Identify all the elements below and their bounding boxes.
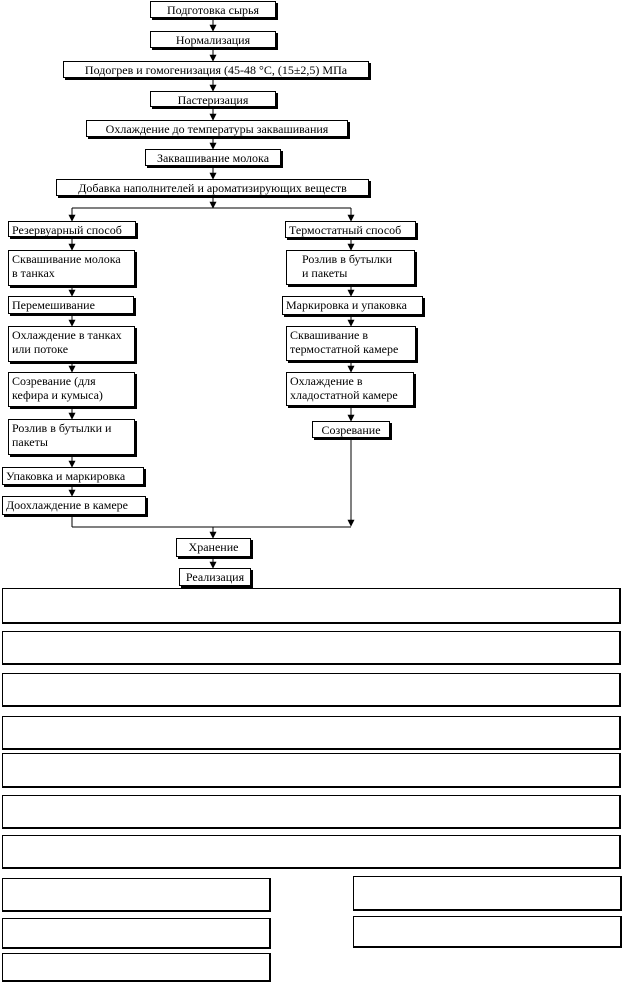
empty-answer-box (2, 835, 621, 869)
left-step: Перемешивание (8, 296, 134, 314)
empty-answer-box (353, 876, 622, 911)
left-step: Доохлаждение в камере (2, 496, 146, 515)
step-pasteurization: Пастеризация (150, 91, 276, 107)
empty-answer-box (2, 918, 271, 949)
step-raw-prep: Подготовка сырья (150, 1, 276, 18)
right-step: Маркировка и упаковка (282, 296, 423, 315)
step-additives: Добавка наполнителей и ароматизирующих в… (56, 179, 369, 196)
left-step: Охлаждение в танках или потоке (8, 326, 135, 362)
step-cooling: Охлаждение до температуры заквашивания (86, 120, 348, 137)
empty-answer-box (2, 753, 621, 788)
right-step: Сквашивание в термостатной камере (286, 326, 416, 361)
empty-answer-box (2, 631, 621, 665)
left-step: Созревание (для кефира и кумыса) (8, 372, 135, 407)
left-branch-title: Резервуарный способ (8, 221, 136, 237)
left-step: Розлив в бутылки и пакеты (8, 419, 135, 455)
step-normalization: Нормализация (150, 31, 276, 48)
right-step: Охлаждение в хладостатной камере (286, 372, 414, 406)
step-sale: Реализация (179, 568, 251, 586)
step-storage: Хранение (176, 538, 251, 557)
empty-answer-box (2, 588, 621, 624)
right-step: Созревание (312, 421, 390, 438)
right-branch-title: Термостатный способ (285, 221, 416, 238)
empty-answer-box (2, 878, 271, 912)
empty-answer-box (2, 795, 621, 829)
step-starter: Заквашивание молока (145, 149, 281, 166)
empty-answer-box (2, 953, 271, 982)
step-heating-homogenization: Подогрев и гомогенизация (45-48 °С, (15±… (63, 61, 369, 78)
left-step: Сквашивание молока в танках (8, 250, 135, 286)
left-step: Упаковка и маркировка (2, 467, 144, 485)
empty-answer-box (353, 916, 622, 948)
empty-answer-box (2, 673, 621, 707)
right-step: Розлив в бутылки и пакеты (286, 250, 415, 285)
empty-answer-box (2, 716, 621, 750)
